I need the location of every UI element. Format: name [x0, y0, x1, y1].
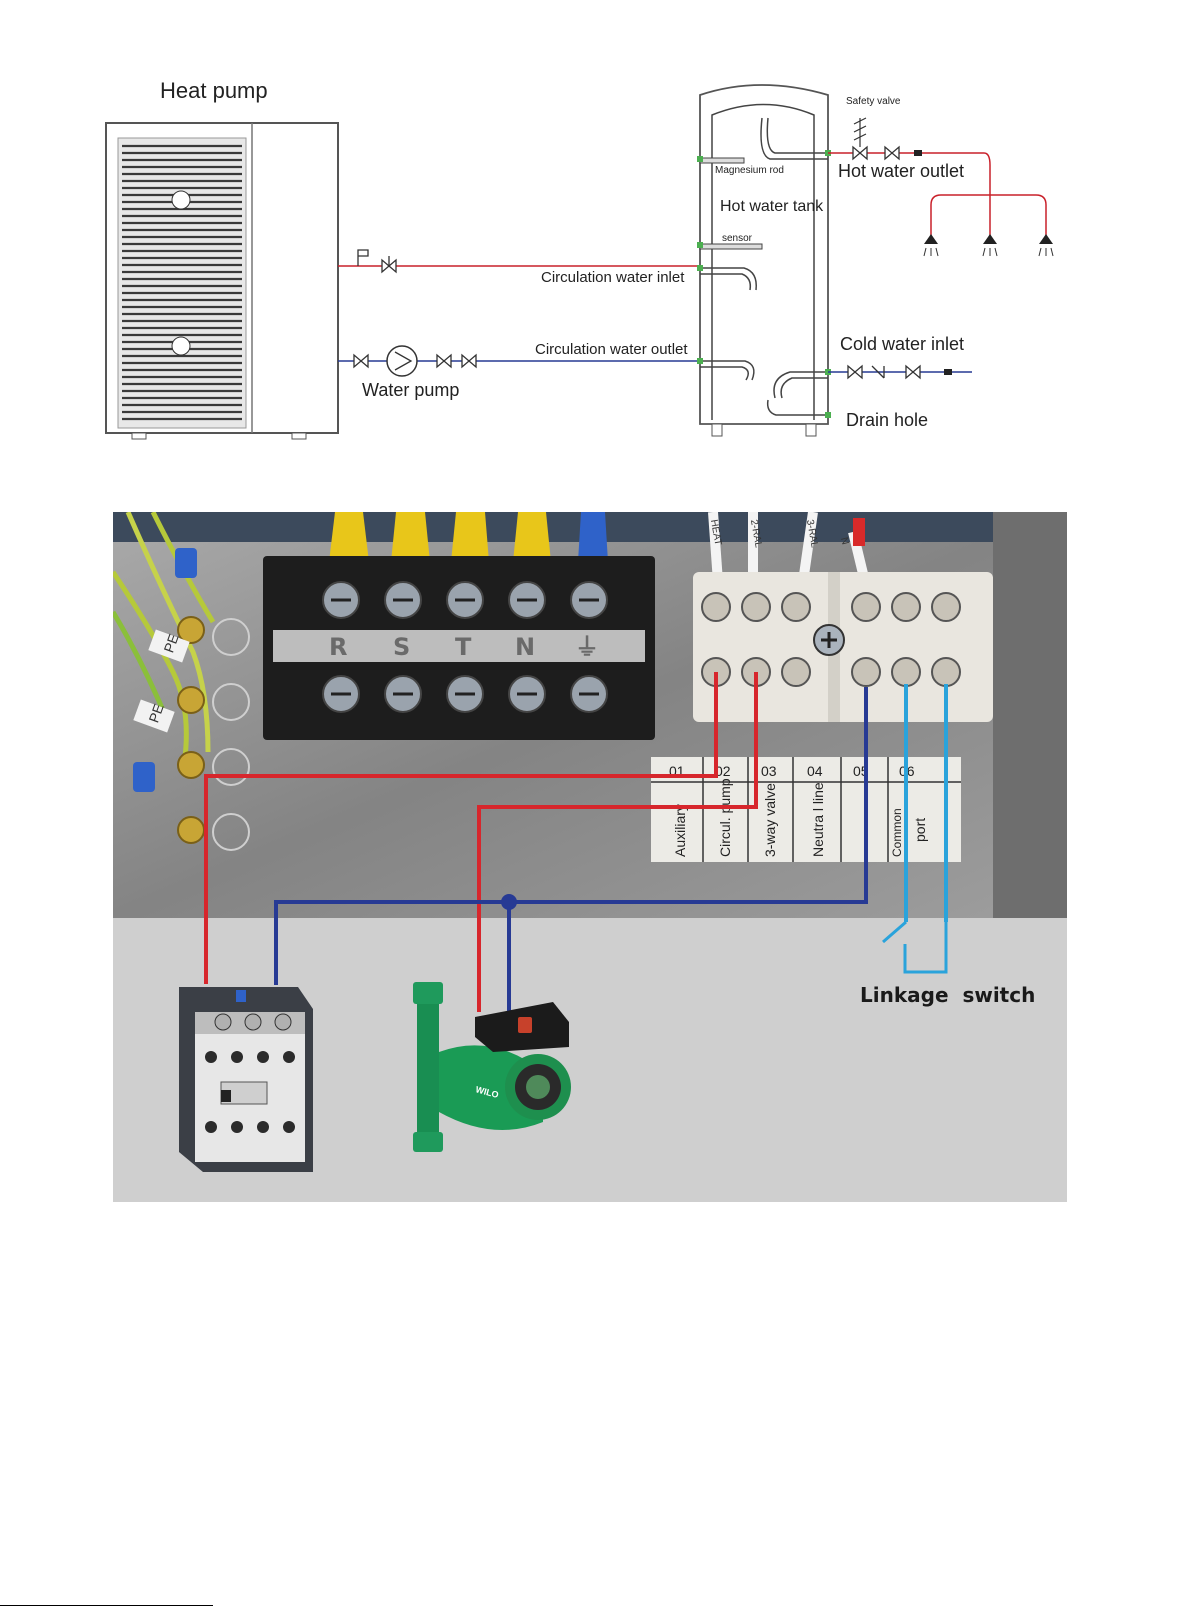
cold-water-inlet-label: Cold water inlet [840, 334, 964, 354]
tank-label: Hot water tank [720, 198, 824, 215]
cold-water-inlet-pipe [828, 366, 972, 378]
circulation-outlet-label: Circulation water outlet [535, 341, 688, 358]
sensor-label: sensor [722, 233, 753, 244]
ground-icon: ⏚ [575, 633, 599, 661]
water-pump-icon [387, 346, 417, 376]
port-number: 03 [761, 763, 777, 779]
terminal-label-t: T [455, 633, 472, 661]
contactor-relay [179, 987, 313, 1172]
plumbing-schematic: Heat pump Circulation water inlet Water … [0, 0, 1192, 480]
terminal-label-s: S [393, 633, 410, 661]
fan-hub-icon [172, 191, 190, 209]
port-number: 04 [807, 763, 823, 779]
power-terminal-block: R S T N ⏚ [263, 556, 655, 740]
water-pump-label: Water pump [362, 380, 459, 400]
circulation-inlet-label: Circulation water inlet [541, 269, 685, 286]
port-name: Common [890, 808, 904, 857]
port-name: 3-way valve [762, 783, 778, 857]
footnote-rule [0, 1605, 213, 1606]
linkage-switch-label: Linkage switch [860, 983, 1035, 1007]
shower-head-icon [924, 234, 938, 256]
terminal-label-r: R [329, 633, 347, 661]
hot-water-tank [697, 85, 831, 436]
drain-hole-label: Drain hole [846, 410, 928, 430]
heat-pump-unit [106, 123, 338, 439]
port-name: Neutra l line [810, 782, 826, 857]
hot-water-outlet-pipe [828, 118, 1046, 244]
port-table: 01 02 03 04 05 06 Auxiliary Circul. pump… [651, 757, 961, 862]
wire-junction [501, 894, 517, 910]
terminal-label-n: N [515, 633, 535, 661]
port-name: port [912, 818, 928, 842]
port-name: Auxiliary [672, 804, 688, 857]
heat-pump-label: Heat pump [160, 78, 268, 103]
wiring-diagram: PE PE R S T N ⏚ [113, 512, 1067, 1202]
fan-hub-icon [172, 337, 190, 355]
shower-head-icon [1039, 234, 1053, 256]
hot-water-outlet-label: Hot water outlet [838, 161, 964, 181]
magnesium-rod-label: Magnesium rod [715, 165, 784, 176]
port-name: Circul. pump [717, 778, 733, 857]
shower-head-icon [983, 234, 997, 256]
safety-valve-label: Safety valve [846, 96, 901, 107]
